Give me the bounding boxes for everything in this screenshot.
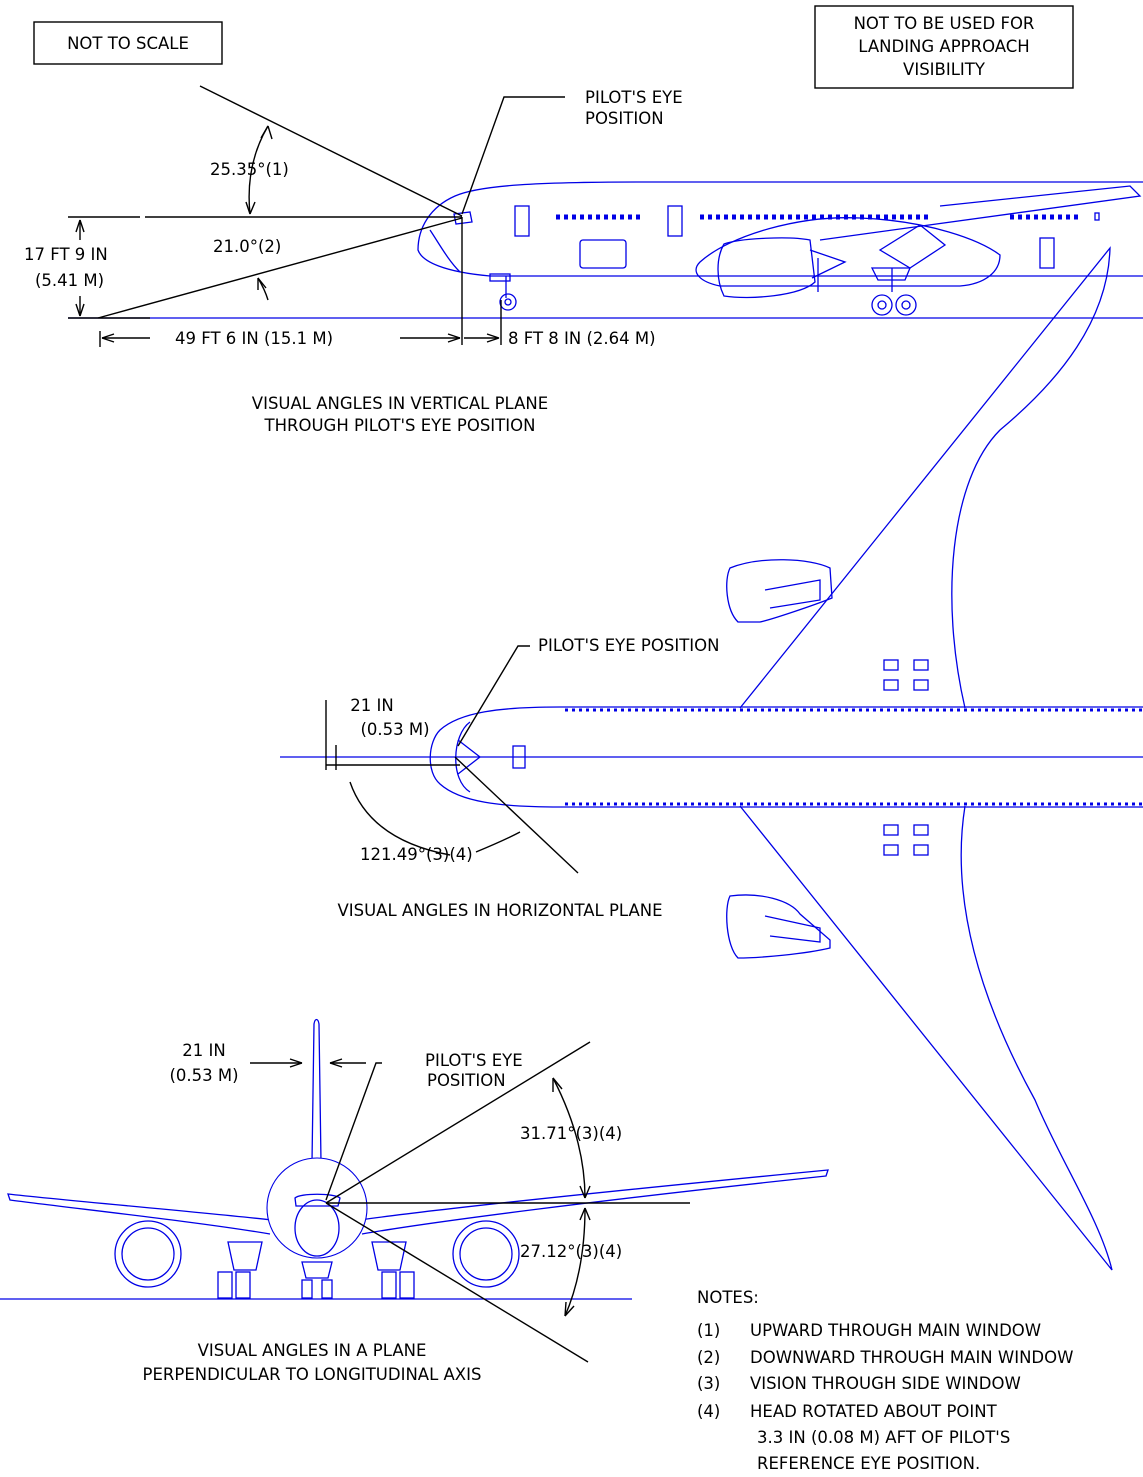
upward-angle-label: 25.35°(1) [210, 160, 289, 179]
note-4-line-3: REFERENCE EYE POSITION. [757, 1454, 980, 1473]
note-1-text: UPWARD THROUGH MAIN WINDOW [750, 1321, 1041, 1340]
front-eye-label-2: POSITION [427, 1071, 506, 1090]
not-to-scale-text: NOT TO SCALE [67, 34, 189, 53]
notes-title: NOTES: [697, 1288, 759, 1307]
front-eye-leader [325, 1062, 382, 1201]
top-eye-leader [457, 645, 530, 747]
front-landing-gear [217, 1241, 415, 1299]
not-to-scale-box: NOT TO SCALE [33, 21, 223, 65]
note-4-line-2: 3.3 IN (0.08 M) AFT OF PILOT'S [757, 1428, 1010, 1447]
top-sight-line [454, 756, 579, 874]
side-eye-leader [461, 96, 565, 215]
front-tail-fin [311, 1018, 322, 1163]
top-fuselage [429, 706, 1143, 808]
front-upward-angle-label: 31.71°(3)(4) [520, 1124, 622, 1143]
downward-sight-line [97, 217, 463, 319]
note-4-text: HEAD ROTATED ABOUT POINT [750, 1402, 998, 1421]
note-2-text: DOWNWARD THROUGH MAIN WINDOW [750, 1348, 1073, 1367]
top-angle-arc [349, 781, 451, 856]
front-view: 31.71°(3)(4) 27.12°(3)(4) 21 IN (0.53 M)… [0, 1018, 829, 1384]
top-offset-m: (0.53 M) [360, 720, 429, 739]
front-offset-m: (0.53 M) [169, 1066, 238, 1085]
top-lower-wing [739, 805, 1113, 1271]
note-3-num: (3) [697, 1374, 720, 1393]
landing-warning-line-3: VISIBILITY [903, 60, 986, 79]
side-view: PILOT'S EYE POSITION 25.35°(1) 21.0°(2) … [24, 85, 1143, 435]
upward-sight-line [199, 85, 463, 217]
front-right-engine [452, 1220, 520, 1288]
top-angle-label: 121.49°(3)(4) [360, 845, 473, 864]
top-upper-wing [739, 246, 1111, 709]
note-4-num: (4) [697, 1402, 720, 1421]
top-offset-in: 21 IN [350, 696, 393, 715]
note-2-num: (2) [697, 1348, 720, 1367]
height-ft-label: 17 FT 9 IN [24, 245, 108, 264]
note-3-text: VISION THROUGH SIDE WINDOW [750, 1374, 1021, 1393]
front-eye-label-1: PILOT'S EYE [425, 1051, 523, 1070]
front-caption-1: VISUAL ANGLES IN A PLANE [198, 1341, 427, 1360]
landing-warning-box: NOT TO BE USED FOR LANDING APPROACH VISI… [814, 5, 1074, 89]
landing-warning-line-1: NOT TO BE USED FOR [854, 14, 1035, 33]
front-right-wing [359, 1169, 829, 1235]
forward-distance-label: 49 FT 6 IN (15.1 M) [175, 329, 333, 348]
side-nose-gear [489, 273, 517, 311]
notes: NOTES: (1) UPWARD THROUGH MAIN WINDOW (2… [697, 1288, 1073, 1473]
front-upward-sight-line [325, 1041, 591, 1204]
front-left-wing [7, 1193, 273, 1235]
top-view: PILOT'S EYE POSITION 21 IN (0.53 M) 121.… [280, 246, 1143, 1271]
top-caption: VISUAL ANGLES IN HORIZONTAL PLANE [337, 901, 662, 920]
side-eye-label-1: PILOT'S EYE [585, 88, 683, 107]
side-windows [556, 212, 1100, 221]
note-1-num: (1) [697, 1321, 720, 1340]
side-caption-2: THROUGH PILOT'S EYE POSITION [264, 416, 536, 435]
downward-angle-label: 21.0°(2) [213, 237, 281, 256]
front-offset-in: 21 IN [182, 1041, 225, 1060]
side-fuselage [417, 181, 1143, 277]
landing-warning-line-2: LANDING APPROACH [858, 37, 1029, 56]
aft-distance-label: 8 FT 8 IN (2.64 M) [508, 329, 656, 348]
front-left-engine [114, 1220, 182, 1288]
side-main-gear [870, 267, 917, 316]
side-engine [717, 237, 816, 299]
height-m-label: (5.41 M) [35, 271, 104, 290]
top-eye-label: PILOT'S EYE POSITION [538, 636, 719, 655]
front-downward-sight-line [325, 1202, 589, 1363]
front-fuselage [266, 1157, 368, 1259]
side-eye-label-2: POSITION [585, 109, 664, 128]
front-downward-angle-label: 27.12°(3)(4) [520, 1242, 622, 1261]
side-caption-1: VISUAL ANGLES IN VERTICAL PLANE [252, 394, 548, 413]
top-upper-engine [726, 559, 833, 623]
front-caption-2: PERPENDICULAR TO LONGITUDINAL AXIS [143, 1365, 482, 1384]
front-upward-angle-arc [552, 1077, 586, 1199]
top-lower-engine [726, 894, 831, 959]
